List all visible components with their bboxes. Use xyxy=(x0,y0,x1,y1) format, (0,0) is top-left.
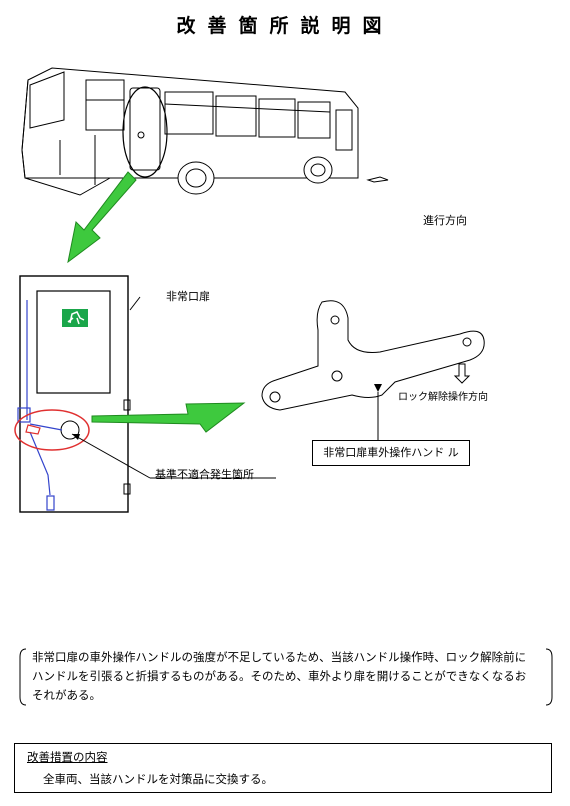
description-brackets xyxy=(19,648,553,706)
down-arrow-icon xyxy=(453,363,471,384)
exit-sign-icon xyxy=(62,309,88,327)
non-conformity-label: 基準不適合発生箇所 xyxy=(155,468,254,481)
measures-box: 改善措置の内容 全車両、当該ハンドルを対策品に交換する。 xyxy=(14,743,552,793)
lock-release-label: ロック解除操作方向 xyxy=(398,392,488,403)
page-title: 改善箇所説明図 xyxy=(176,15,394,37)
description-text: 非常口扉の車外操作ハンドルの強度が不足しているため、当該ハンドル操作時、ロック解… xyxy=(32,650,527,702)
direction-label: 進行方向 xyxy=(423,214,467,227)
handle-label: 非常口扉車外操作ハンド ル xyxy=(312,440,470,466)
door-illustration xyxy=(19,275,131,513)
emergency-door-label: 非常口扉 xyxy=(166,290,210,303)
green-arrow-right-icon xyxy=(91,402,246,433)
measures-heading: 改善措置の内容 xyxy=(27,750,108,764)
bus-illustration xyxy=(21,67,389,196)
door-linkage xyxy=(17,300,63,511)
door-highlight-ellipse xyxy=(122,86,168,178)
green-arrow-down-icon xyxy=(67,171,137,264)
handle-illustration xyxy=(261,300,485,411)
non-conformity-highlight xyxy=(14,409,90,451)
measures-body: 全車両、当該ハンドルを対策品に交換する。 xyxy=(43,772,273,786)
